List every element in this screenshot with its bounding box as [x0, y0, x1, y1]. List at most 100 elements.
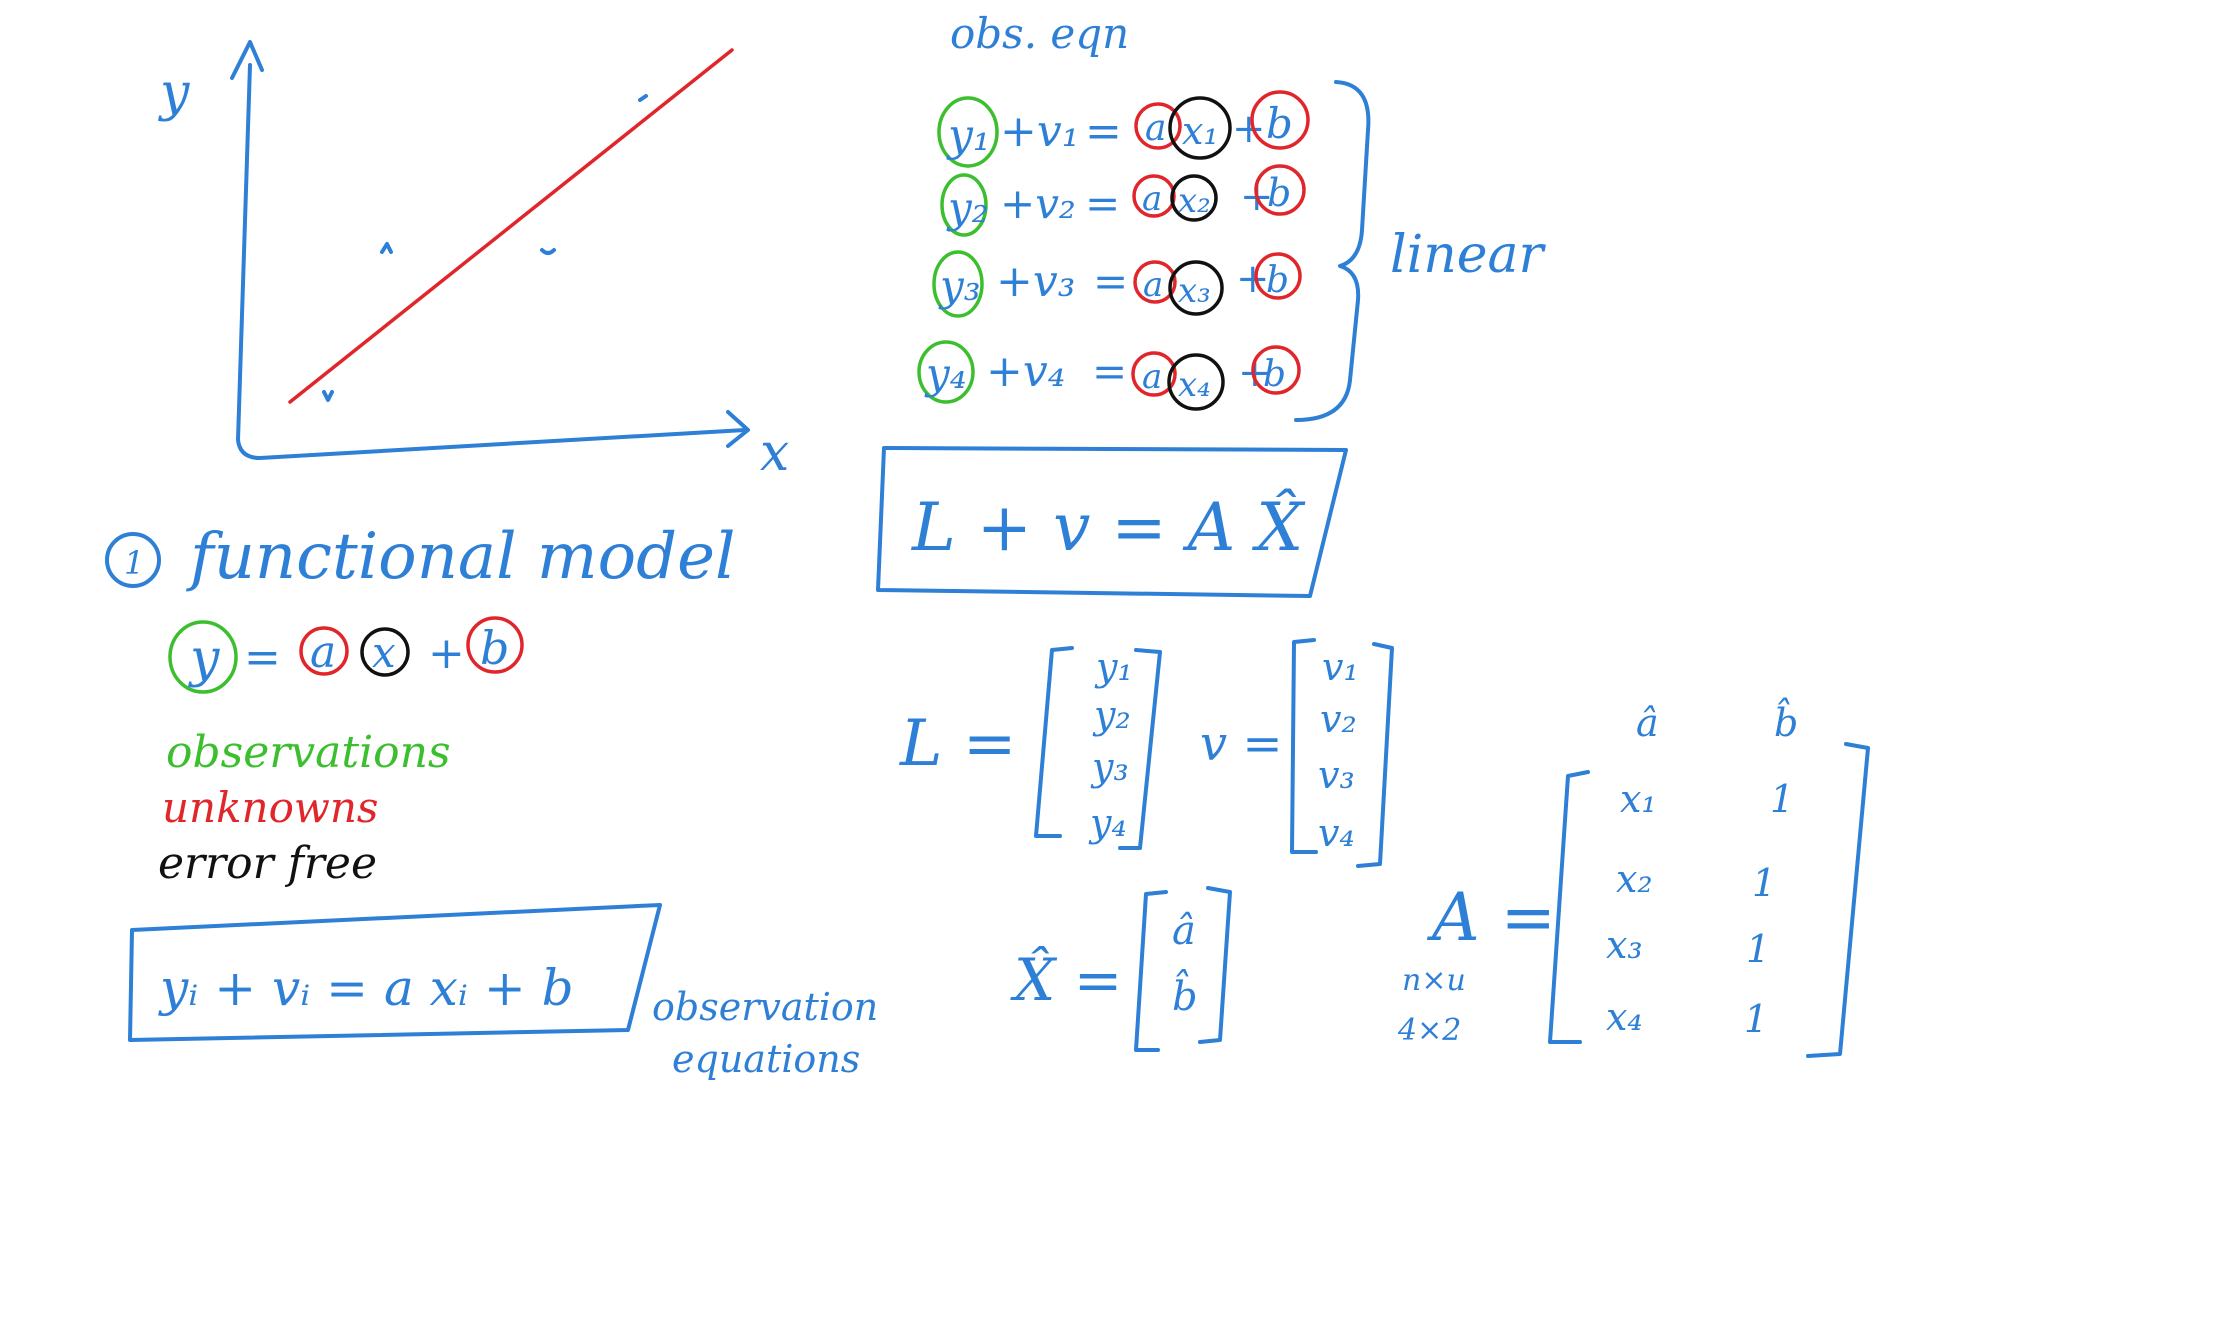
X-entry: b̂	[1172, 970, 1198, 1020]
obs-eqn-row: y₄ +v₄ = a x₄ + b	[917, 340, 1301, 411]
obs-eqn-row: y₁ +v₁ = a x₁ + b	[937, 90, 1310, 168]
A-cell: 1	[1752, 861, 1776, 905]
matrix-equation-frame	[876, 446, 1348, 598]
data-tick	[322, 390, 334, 402]
A-column-header: b̂	[1774, 698, 1798, 745]
A-dimension-generic: n×u	[1402, 963, 1466, 998]
equations-label: equations	[672, 1037, 860, 1081]
y-axis-arrow	[230, 40, 264, 80]
row-b: b	[1267, 171, 1291, 215]
observation-equations-block: obs. eqn y₁ +v₁ = a x₁ + b y₂ +v₂ = a x₂…	[876, 9, 1547, 598]
unknown-circle	[1131, 351, 1177, 397]
A-label: A =	[1426, 879, 1556, 956]
A-right-bracket	[1806, 742, 1870, 1058]
obs-eqn-row: y₂ +v₂ = a x₂ + b	[940, 164, 1306, 237]
eq-y: y	[188, 629, 220, 689]
L-right-bracket	[1118, 648, 1162, 850]
scatter-sketch: y x	[158, 40, 789, 483]
section-title: functional model	[186, 520, 735, 594]
matrices-block: L = y₁ y₂ y₃ y₄ v = v₁ v₂ v₃ v₄ X̂ = â b…	[899, 638, 1870, 1058]
A-cell: x₄	[1606, 995, 1643, 1039]
L-entry: y₄	[1088, 801, 1127, 845]
row-x: x₁	[1182, 109, 1219, 153]
row-eq: =	[1093, 257, 1128, 306]
legend-observations: observations	[166, 727, 451, 778]
L-entry: y₃	[1090, 745, 1129, 789]
observation-label: observation	[652, 985, 878, 1029]
A-cell: x₃	[1606, 923, 1643, 967]
observation-circle	[168, 620, 238, 694]
error-free-circle	[1167, 353, 1225, 411]
boxed-equation: yᵢ + vᵢ = a xᵢ + b	[158, 959, 574, 1017]
row-b: b	[1266, 260, 1289, 301]
legend-unknowns: unknowns	[162, 783, 378, 832]
error-free-circle	[1168, 260, 1224, 316]
row-a: a	[1143, 265, 1163, 305]
X-hat-label: X̂ =	[1010, 945, 1122, 1014]
section-number: 1	[124, 544, 144, 582]
observation-circle	[917, 340, 975, 404]
row-y: y₁	[946, 110, 991, 161]
row-v: +v₄	[986, 346, 1065, 397]
error-free-circle	[360, 627, 410, 677]
v-entry: v₃	[1318, 753, 1355, 797]
A-left-bracket	[1548, 770, 1590, 1044]
v-entry: v₂	[1320, 697, 1357, 741]
L-entry: y₁	[1094, 645, 1133, 689]
A-dimension-numeric: 4×2	[1397, 1013, 1461, 1048]
L-entry: y₂	[1092, 693, 1131, 737]
row-v: +v₂	[1000, 179, 1076, 228]
unknown-circle	[1254, 164, 1306, 216]
eq-a: a	[310, 627, 336, 678]
unknown-circle	[466, 616, 524, 674]
obs-eqn-row: y₃ +v₃ = a x₃ + b	[932, 250, 1302, 318]
eq-equals: =	[244, 632, 281, 683]
row-eq: =	[1085, 179, 1120, 228]
unknown-circle	[1254, 252, 1302, 300]
observation-circle	[932, 250, 984, 318]
A-cell: 1	[1744, 997, 1768, 1041]
row-b: b	[1266, 99, 1293, 148]
eq-x: x	[372, 628, 396, 677]
row-a: a	[1142, 179, 1162, 219]
A-cell: 1	[1770, 777, 1794, 821]
A-column-header: â	[1636, 701, 1659, 745]
matrix-equation: L + v = A X̂	[911, 489, 1306, 566]
row-x: x₂	[1178, 181, 1211, 221]
v-left-bracket	[1290, 638, 1318, 854]
unknown-circle	[1133, 260, 1177, 304]
axes-lines	[236, 63, 747, 460]
x-axis-label: x	[760, 423, 789, 483]
A-cell: 1	[1746, 927, 1770, 971]
L-left-bracket	[1034, 646, 1074, 838]
v-entry: v₁	[1322, 645, 1359, 689]
x-axis-arrow	[726, 410, 750, 448]
data-tick	[380, 242, 393, 254]
A-cell: x₂	[1616, 857, 1653, 901]
error-free-circle	[1168, 96, 1232, 160]
right-brace	[1294, 80, 1371, 422]
eq-b: b	[480, 621, 509, 675]
row-v: +v₁	[1000, 106, 1079, 157]
unknown-circle	[1250, 90, 1310, 150]
row-y: y₂	[946, 183, 989, 232]
row-x: x₃	[1178, 271, 1211, 311]
data-tick	[540, 248, 556, 255]
unknown-circle	[1251, 345, 1301, 395]
functional-model-section: 1 functional model y = a x + b observati…	[105, 520, 878, 1081]
linear-label: linear	[1390, 225, 1547, 285]
L-label: L =	[899, 707, 1016, 781]
row-eq: =	[1092, 347, 1127, 396]
X-right-bracket	[1198, 886, 1232, 1044]
data-tick	[638, 94, 648, 102]
row-v: +v₃	[996, 256, 1075, 307]
v-entry: v₄	[1318, 811, 1355, 855]
unknown-circle	[1132, 174, 1176, 218]
unknown-circle	[299, 626, 349, 676]
row-b: b	[1263, 354, 1286, 395]
X-entry: â	[1172, 908, 1196, 954]
row-plus: +	[1232, 106, 1266, 152]
error-free-circle	[1170, 174, 1218, 222]
row-x: x₄	[1178, 365, 1211, 405]
v-right-bracket	[1356, 642, 1394, 868]
